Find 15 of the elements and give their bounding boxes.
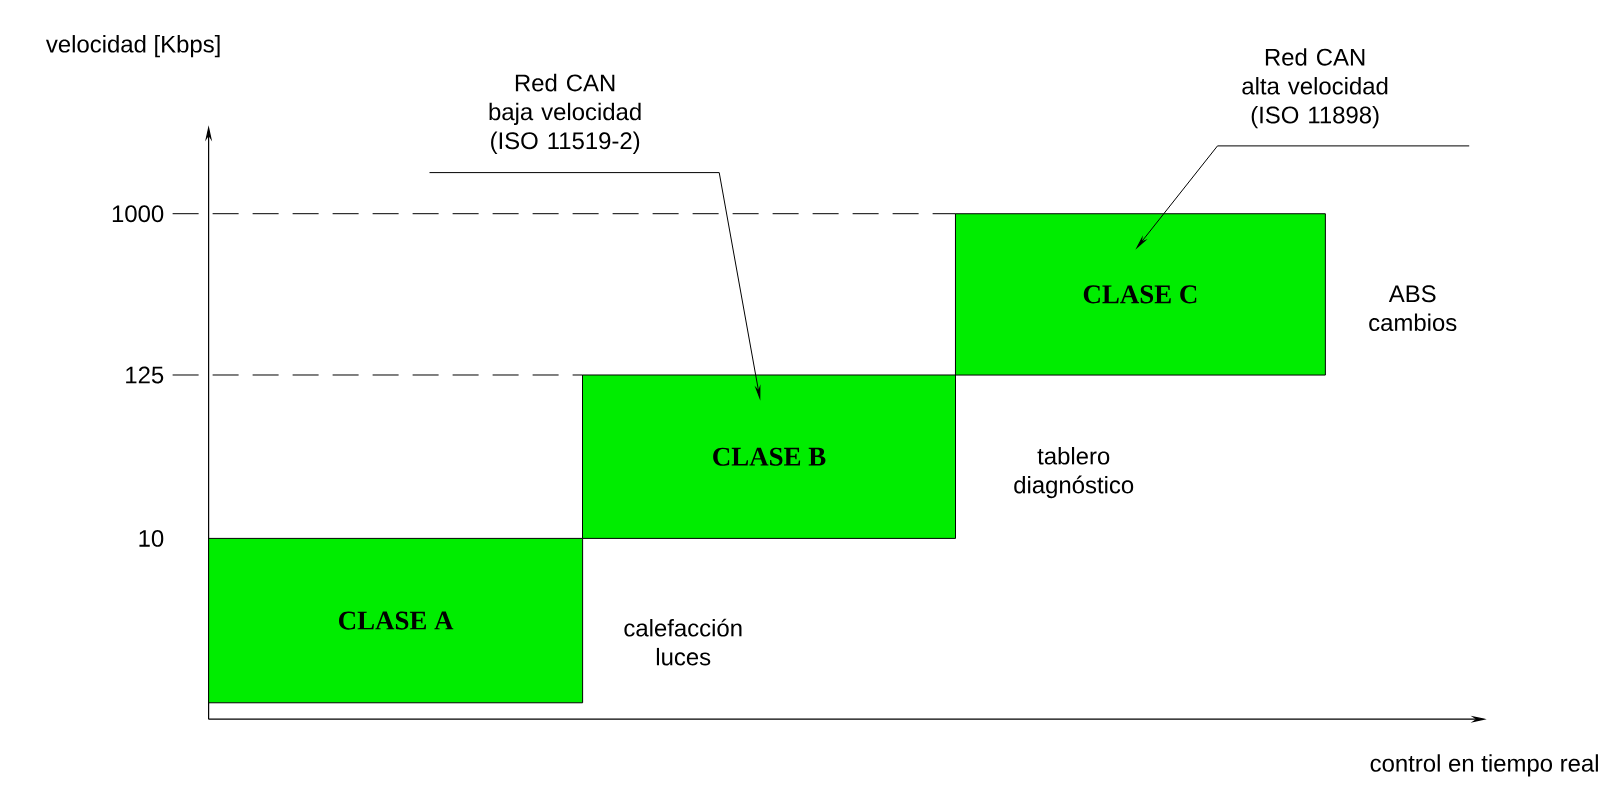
- class-box: CLASE A: [208, 537, 584, 704]
- example-text: calefacción luces: [624, 618, 742, 666]
- class-box: CLASE B: [582, 374, 956, 539]
- leader-arrow: [429, 172, 761, 399]
- tick-label: 125: [126, 366, 164, 384]
- annotation-text: Red CAN alta velocidad (ISO 11898): [1242, 48, 1388, 129]
- example-text: ABS cambios: [1369, 285, 1457, 332]
- tick-label: 10: [139, 529, 164, 547]
- annotation-text: Red CAN baja velocidad (ISO 11519-2): [489, 73, 641, 154]
- axis-label: control en tiempo real: [1370, 754, 1598, 777]
- example-text: tablero diagnóstico: [1014, 447, 1134, 499]
- leader-arrow: [1136, 145, 1470, 249]
- class-box: CLASE C: [954, 213, 1326, 376]
- tick-label: 1000: [112, 205, 164, 223]
- axis-label: velocidad [Kbps]: [45, 35, 220, 58]
